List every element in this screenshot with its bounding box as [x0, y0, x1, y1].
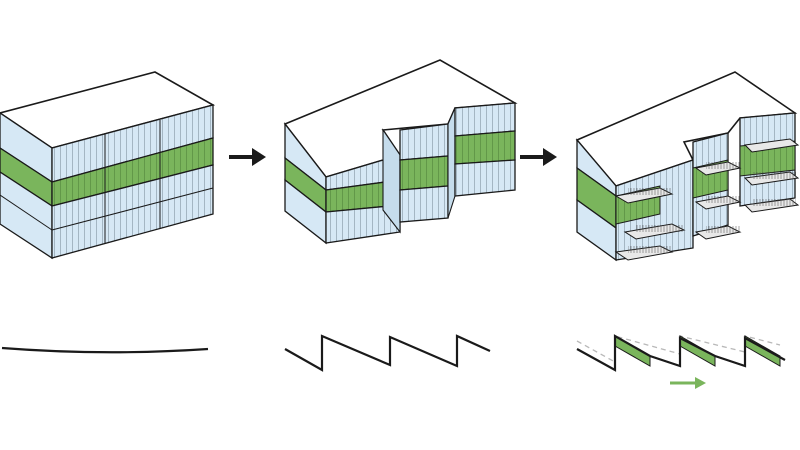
stage-1-facade-bottom — [51, 164, 214, 259]
stage-3-balconies — [614, 138, 800, 261]
stage-1-building — [0, 71, 216, 260]
plan-line-3 — [576, 334, 786, 372]
stage-2-building — [283, 59, 518, 245]
transition-arrow-2 — [520, 148, 557, 166]
plan-line-2 — [284, 334, 491, 372]
plan-line-1 — [1, 346, 209, 354]
stage-3-building — [575, 71, 800, 262]
shift-arrow — [670, 377, 706, 389]
transition-arrow-1 — [229, 148, 266, 166]
